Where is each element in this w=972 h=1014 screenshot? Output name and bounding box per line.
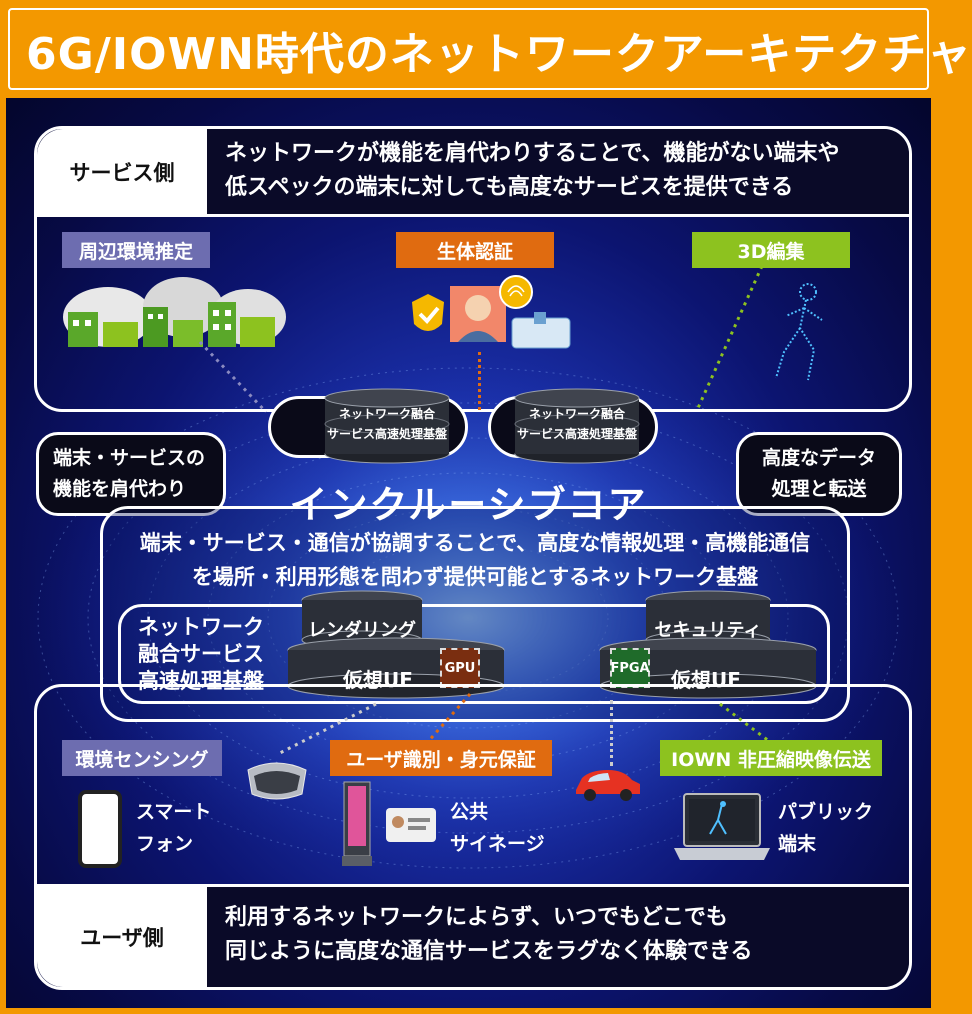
- db-stack-right-icon: [514, 388, 640, 464]
- db-right-line2: サービス高速処理基盤: [516, 427, 637, 441]
- tag-environment-estimation: 周辺環境推定: [62, 232, 210, 268]
- connector-environment: [198, 340, 268, 414]
- service-text-line1: ネットワークが機能を肩代わりすることで、機能がない端末や: [225, 141, 840, 166]
- smartphone-icon: [78, 790, 122, 868]
- db-right-label: ネットワーク融合 サービス高速処理基盤: [512, 404, 642, 444]
- laptop-icon: [674, 793, 770, 860]
- connector-biometric: [478, 352, 481, 410]
- title-bar: 6G/IOWN時代のネットワークアーキテクチャ: [0, 0, 971, 98]
- connector-car: [610, 700, 613, 766]
- user-side-label: ユーザ側: [37, 887, 207, 987]
- connector-3d: [696, 265, 764, 409]
- user-text-line2: 同じように高度な通信サービスをラグなく体験できる: [225, 939, 753, 964]
- net-label-line3: 高速処理基盤: [138, 669, 264, 693]
- tag-3d-editing: 3D編集: [692, 232, 850, 268]
- fpga-chip-icon: FPGA: [610, 648, 650, 688]
- tag-biometric-auth: 生体認証: [396, 232, 554, 268]
- db-left-line1: ネットワーク融合: [338, 407, 435, 421]
- network-platform-label: ネットワーク 融合サービス 高速処理基盤: [138, 614, 264, 695]
- tag-iown-video: IOWN 非圧縮映像伝送: [660, 740, 882, 776]
- rendering-label: レンダリング: [308, 620, 416, 641]
- db-stack-left-icon: [324, 388, 450, 464]
- signage-icon: [342, 781, 436, 866]
- smartphone-line1: スマート: [136, 801, 212, 823]
- smartphone-line2: フォン: [136, 833, 194, 855]
- 3d-wireframe-runner-icon: [775, 283, 823, 381]
- service-side-description: ネットワークが機能を肩代わりすることで、機能がない端末や 低スペックの端末に対し…: [207, 129, 909, 214]
- connector-public-terminal: [719, 702, 787, 756]
- bottom-frame: [0, 1008, 937, 1014]
- user-side-panel: [34, 684, 912, 990]
- city-illustration-icon: [63, 277, 286, 347]
- bubble-right-line1: 高度なデータ: [761, 447, 876, 469]
- net-label-line2: 融合サービス: [138, 642, 264, 666]
- tag-user-identification: ユーザ識別・身元保証: [330, 740, 552, 776]
- title-frame: [8, 8, 929, 90]
- vr-headset-icon: [247, 762, 307, 800]
- service-divider: [37, 214, 909, 217]
- connector-vr: [277, 702, 377, 756]
- signage-label: 公共 サイネージ: [450, 796, 545, 860]
- user-side-description: 利用するネットワークによらず、いつでもどこでも 同じように高度な通信サービスをラ…: [207, 887, 909, 987]
- bubble-left-line1: 端末・サービスの: [53, 447, 206, 469]
- connector-signage: [424, 693, 472, 745]
- inclusive-core-title: インクルーシブコア: [289, 483, 648, 527]
- biometric-illustration-icon: [412, 275, 571, 349]
- bubble-offload-functions: 端末・サービスの 機能を肩代わり: [36, 432, 226, 516]
- db-right-line1: ネットワーク融合: [528, 407, 625, 421]
- signage-line1: 公共: [450, 801, 489, 823]
- user-divider: [37, 884, 909, 887]
- public-terminal-line1: パブリック: [778, 801, 874, 823]
- virtual-ue-right-label: 仮想UE: [671, 668, 741, 692]
- smartphone-label: スマート フォン: [136, 796, 211, 860]
- core-desc-line2: を場所・利用形態を問わず提供可能とするネットワーク基盤: [191, 565, 759, 589]
- car-icon: [576, 770, 640, 801]
- public-terminal-line2: 端末: [778, 833, 817, 855]
- page-title: 6G/IOWN時代のネットワークアーキテクチャ: [26, 29, 972, 80]
- db-left-line2: サービス高速処理基盤: [326, 427, 447, 441]
- bubble-left-line2: 機能を肩代わり: [53, 478, 187, 500]
- virtual-ue-left-label: 仮想UE: [343, 668, 413, 692]
- gpu-chip-icon: GPU: [440, 648, 480, 688]
- service-text-line2: 低スペックの端末に対しても高度なサービスを提供できる: [225, 175, 794, 200]
- security-label: セキュリティ: [654, 620, 762, 641]
- service-side-label: サービス側: [37, 129, 207, 214]
- bubble-advanced-data: 高度なデータ 処理と転送: [736, 432, 902, 516]
- core-desc-line1: 端末・サービス・通信が協調することで、高度な情報処理・高機能通信: [139, 531, 811, 555]
- service-side-panel: [34, 126, 912, 412]
- net-label-line1: ネットワーク: [138, 615, 264, 639]
- public-terminal-label: パブリック 端末: [778, 796, 873, 860]
- signage-line2: サイネージ: [450, 833, 545, 855]
- user-text-line1: 利用するネットワークによらず、いつでもどこでも: [225, 905, 728, 930]
- processing-platform-box: [118, 604, 830, 704]
- db-left-label: ネットワーク融合 サービス高速処理基盤: [322, 404, 452, 444]
- bubble-right-line2: 処理と転送: [771, 478, 867, 500]
- inclusive-core-description: 端末・サービス・通信が協調することで、高度な情報処理・高機能通信 を場所・利用形…: [100, 526, 850, 594]
- tag-environment-sensing: 環境センシング: [62, 740, 222, 776]
